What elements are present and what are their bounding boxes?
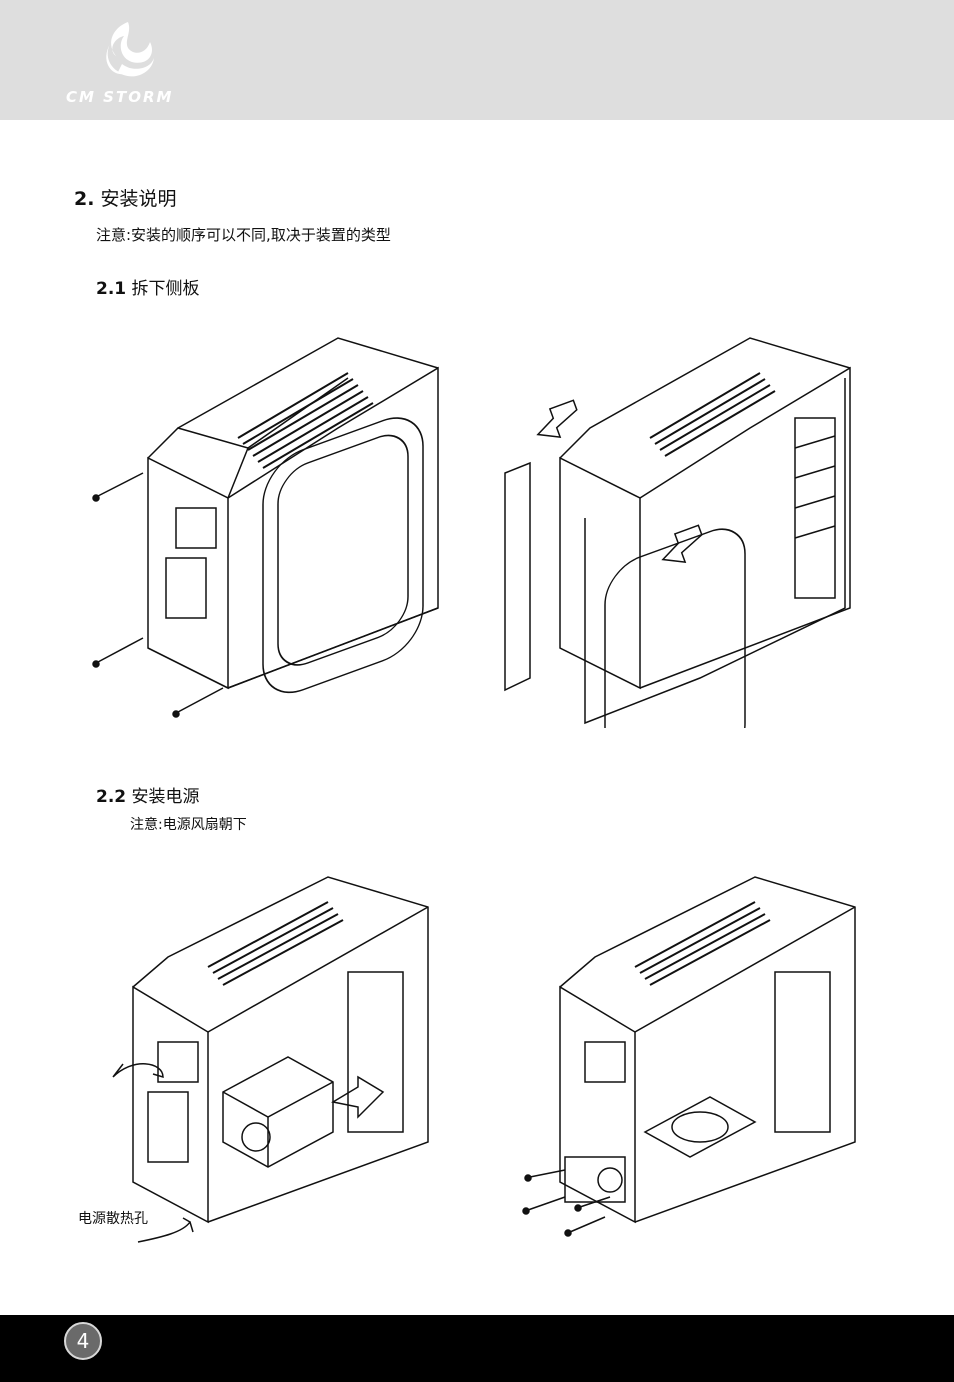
brand-name: CM STORM xyxy=(66,88,174,106)
figure-insert-psu xyxy=(112,876,429,1243)
section-title-text: 安装说明 xyxy=(100,188,177,210)
step-2-title: 安装电源 xyxy=(131,787,200,807)
step-2-number: 2.2 xyxy=(96,787,127,807)
psu-vent-label: 电源散热孔 xyxy=(78,1211,148,1227)
page-header: CM STORM xyxy=(0,0,954,120)
cm-storm-logo-icon xyxy=(106,22,154,77)
step-1-number: 2.1 xyxy=(96,279,127,299)
step-2-note: 注意:电源风扇朝下 xyxy=(130,817,247,833)
figure-psu-installed xyxy=(522,876,856,1237)
figure-slide-panel-off xyxy=(504,337,851,728)
page-number-badge: 4 xyxy=(64,1322,102,1360)
step-2-heading: 2.2 安装电源 xyxy=(96,782,200,807)
section-note: 注意:安装的顺序可以不同,取决于装置的类型 xyxy=(96,226,391,244)
page-footer xyxy=(0,1315,954,1382)
step-1-title: 拆下侧板 xyxy=(131,279,200,299)
section-number: 2. xyxy=(74,188,95,210)
page-number: 4 xyxy=(76,1329,90,1353)
section-heading: 2. 安装说明 xyxy=(74,184,177,211)
figure-remove-panel-screws xyxy=(92,337,439,718)
step-1-heading: 2.1 拆下侧板 xyxy=(96,274,200,299)
